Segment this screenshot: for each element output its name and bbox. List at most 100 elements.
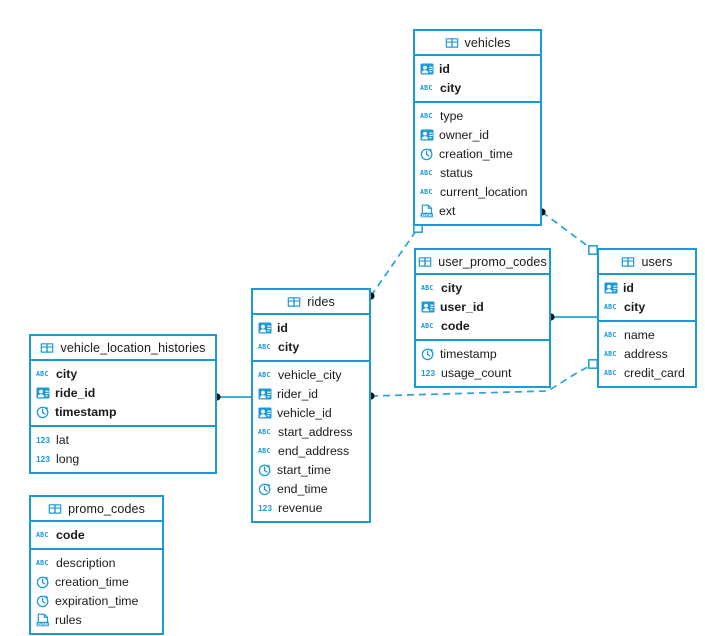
column-row[interactable]: id [253, 318, 369, 337]
column-row[interactable]: creation_time [415, 144, 540, 163]
column-row[interactable]: ABC current_location [415, 182, 540, 201]
column-label: user_id [440, 299, 484, 314]
column-label: vehicle_city [278, 367, 342, 382]
column-row[interactable]: timestamp [416, 344, 549, 363]
relationship-vehicle-location-histories-to-rides[interactable] [213, 393, 251, 401]
abc-string-icon: ABC [258, 446, 271, 455]
column-label: vehicle_id [277, 405, 332, 420]
column-label: long [56, 451, 80, 466]
column-label: start_address [278, 424, 353, 439]
column-label: city [441, 280, 463, 295]
abc-string-icon: ABC [421, 321, 434, 330]
column-label: status [440, 165, 473, 180]
id-badge-icon [36, 386, 50, 400]
column-label: rules [55, 612, 82, 627]
column-label: expiration_time [55, 593, 139, 608]
table-header-rides[interactable]: rides [253, 290, 369, 315]
table-title: vehicles [464, 35, 511, 50]
column-label: start_time [277, 462, 331, 477]
clock-icon [36, 594, 50, 608]
column-label: creation_time [55, 574, 129, 589]
abc-string-icon: ABC [36, 369, 49, 378]
column-row[interactable]: id [415, 59, 540, 78]
column-row[interactable]: creation_time [31, 572, 162, 591]
table-header-user_promo_codes[interactable]: user_promo_codes [416, 250, 549, 275]
table-header-promo_codes[interactable]: promo_codes [31, 497, 162, 522]
table-title: user_promo_codes [438, 254, 547, 269]
column-label: current_location [440, 184, 528, 199]
123-number-icon: 123 [421, 367, 435, 378]
column-row[interactable]: id [599, 278, 695, 297]
column-row[interactable]: end_time [253, 479, 369, 498]
table-header-users[interactable]: users [599, 250, 695, 275]
table-title: vehicle_location_histories [60, 340, 206, 355]
abc-string-icon: ABC [420, 83, 433, 92]
column-label: end_time [277, 481, 328, 496]
column-label: id [439, 61, 450, 76]
column-row[interactable]: expiration_time [31, 591, 162, 610]
column-row[interactable]: vehicle_id [253, 403, 369, 422]
column-row[interactable]: owner_id [415, 125, 540, 144]
column-label: creation_time [439, 146, 513, 161]
table-header-vehicle_location_histories[interactable]: vehicle_location_histories [31, 336, 215, 361]
abc-string-icon: ABC [36, 530, 49, 539]
primary-key-section: ABC code [31, 522, 162, 550]
column-row[interactable]: 123 long [31, 449, 215, 468]
column-label: credit_card [624, 365, 685, 380]
abc-string-icon: ABC [420, 187, 433, 196]
column-row[interactable]: timestamp [31, 402, 215, 421]
column-row[interactable]: start_time [253, 460, 369, 479]
abc-string-icon: ABC [258, 370, 271, 379]
column-label: code [56, 527, 85, 542]
column-row[interactable]: rider_id [253, 384, 369, 403]
column-row[interactable]: user_id [416, 297, 549, 316]
column-label: description [56, 555, 116, 570]
table-grid-icon [287, 295, 301, 309]
column-row[interactable]: ride_id [31, 383, 215, 402]
column-row[interactable]: ABC code [31, 525, 162, 544]
relationship-user-promo-codes-to-users[interactable] [547, 313, 597, 321]
column-label: city [624, 299, 646, 314]
relationship-line [370, 227, 419, 297]
123-number-icon: 123 [36, 453, 50, 464]
relationship-line [541, 211, 594, 251]
column-row[interactable]: ABC vehicle_city [253, 365, 369, 384]
column-label: ride_id [55, 385, 96, 400]
column-label: city [278, 339, 300, 354]
table-grid-icon [40, 341, 54, 355]
table-header-vehicles[interactable]: vehicles [415, 31, 540, 56]
clock-icon [36, 405, 50, 419]
